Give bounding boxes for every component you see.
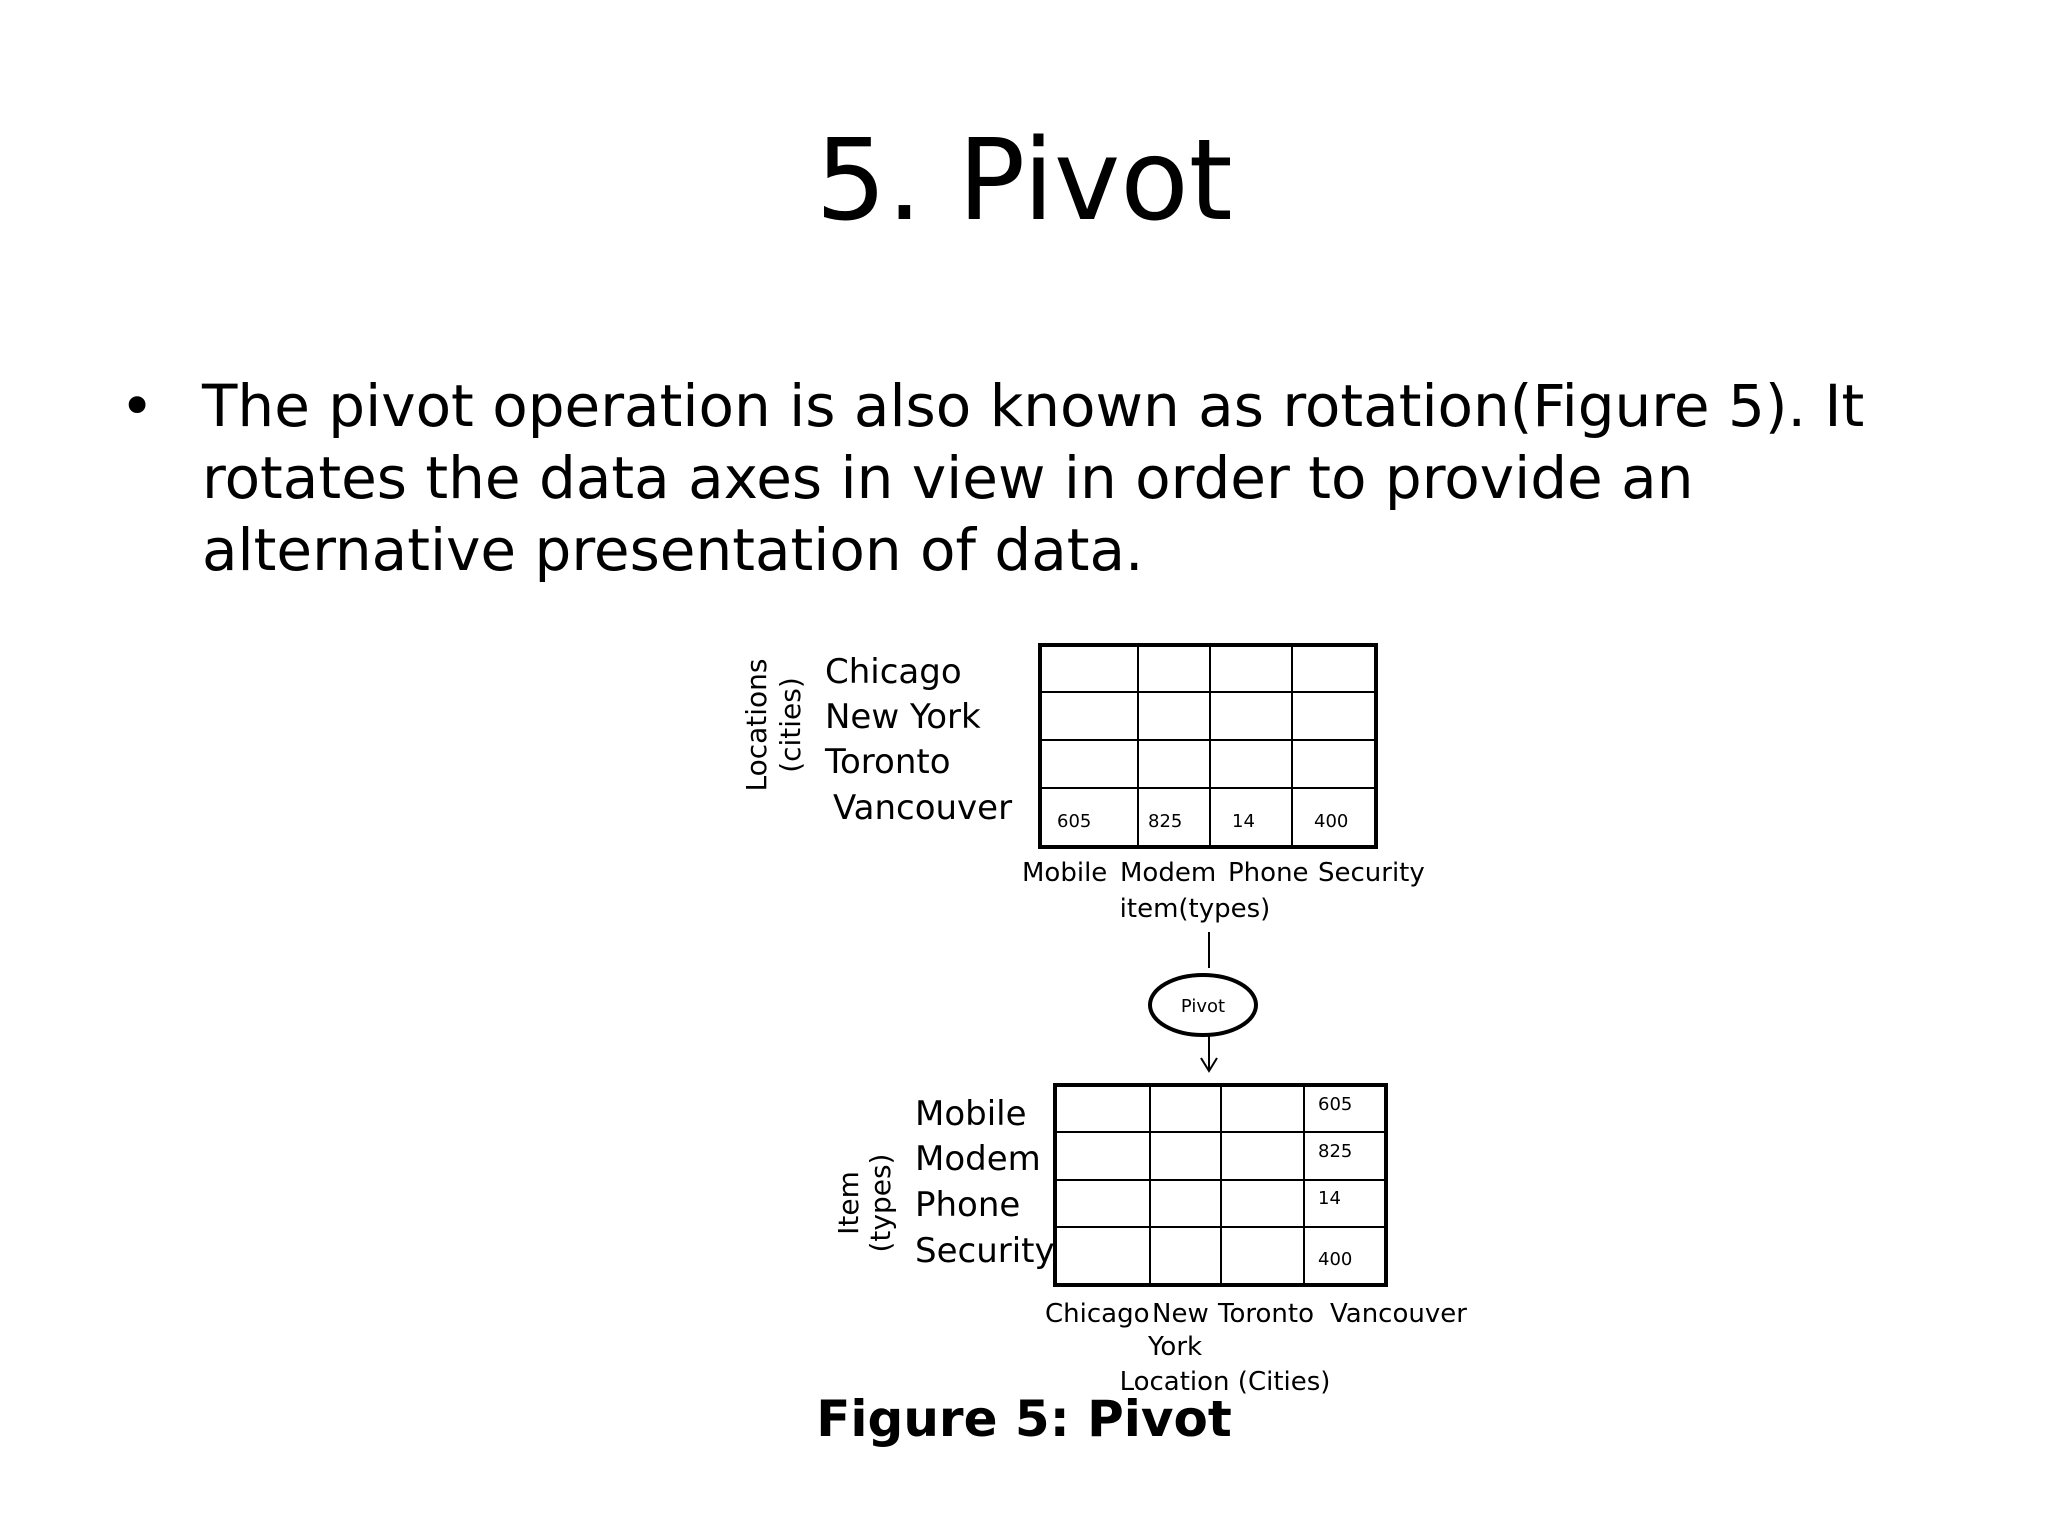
bottom-row-label: Phone bbox=[915, 1185, 1020, 1225]
bottom-column-label: Vancouver bbox=[1330, 1299, 1467, 1329]
bottom-column-label: Toronto bbox=[1217, 1299, 1314, 1329]
top-axis-label-1: Locations bbox=[740, 658, 773, 791]
pivot-ellipse bbox=[1148, 973, 1258, 1037]
top-cell-value: 14 bbox=[1232, 811, 1255, 832]
bottom-row-label: Mobile bbox=[915, 1094, 1027, 1134]
bottom-column-label: New bbox=[1152, 1299, 1209, 1329]
top-axis-label-2: (cities) bbox=[774, 677, 807, 773]
bottom-cell-value: 605 bbox=[1318, 1094, 1352, 1115]
top-row-label: Vancouver bbox=[833, 788, 1012, 828]
bottom-row-label: Security bbox=[915, 1231, 1055, 1271]
bottom-cell-value: 825 bbox=[1318, 1141, 1352, 1162]
top-row-label: New York bbox=[825, 697, 981, 737]
bullet-marker: • bbox=[120, 372, 155, 440]
top-column-label: Phone bbox=[1228, 858, 1309, 888]
top-x-axis-label: item(types) bbox=[1120, 894, 1271, 924]
top-cell-value: 605 bbox=[1057, 811, 1091, 832]
bottom-axis-label-2: (types) bbox=[864, 1154, 897, 1253]
top-column-label: Security bbox=[1318, 858, 1425, 888]
top-table: Locations (cities) Chicago New York Toro… bbox=[740, 643, 1425, 924]
top-column-label: Modem bbox=[1120, 858, 1216, 888]
bullet-text: The pivot operation is also known as rot… bbox=[202, 372, 1865, 584]
top-row-label: Chicago bbox=[825, 652, 962, 692]
bottom-cell-value: 14 bbox=[1318, 1188, 1341, 1209]
arrow-down-icon bbox=[1200, 1057, 1218, 1073]
pivot-label: Pivot bbox=[1181, 996, 1225, 1017]
top-grid-border bbox=[1038, 643, 1378, 849]
figure-caption: Figure 5: Pivot bbox=[816, 1390, 1232, 1448]
bottom-table: Item (types) Mobile Modem Phone Security… bbox=[832, 1083, 1467, 1397]
bottom-cell-value: 400 bbox=[1318, 1249, 1352, 1270]
pivot-connector: Pivot bbox=[1148, 932, 1258, 1073]
bottom-axis-label-1: Item bbox=[832, 1171, 865, 1235]
bottom-row-label: Modem bbox=[915, 1139, 1041, 1179]
bottom-column-label-continued: York bbox=[1147, 1332, 1202, 1362]
top-column-label: Mobile bbox=[1022, 858, 1107, 888]
slide-title: 5. Pivot bbox=[815, 116, 1233, 246]
top-row-label: Toronto bbox=[824, 742, 951, 782]
bottom-column-label: Chicago bbox=[1045, 1299, 1150, 1329]
top-cell-value: 825 bbox=[1148, 811, 1182, 832]
top-cell-value: 400 bbox=[1314, 811, 1348, 832]
bottom-x-axis-label: Location (Cities) bbox=[1120, 1367, 1331, 1397]
